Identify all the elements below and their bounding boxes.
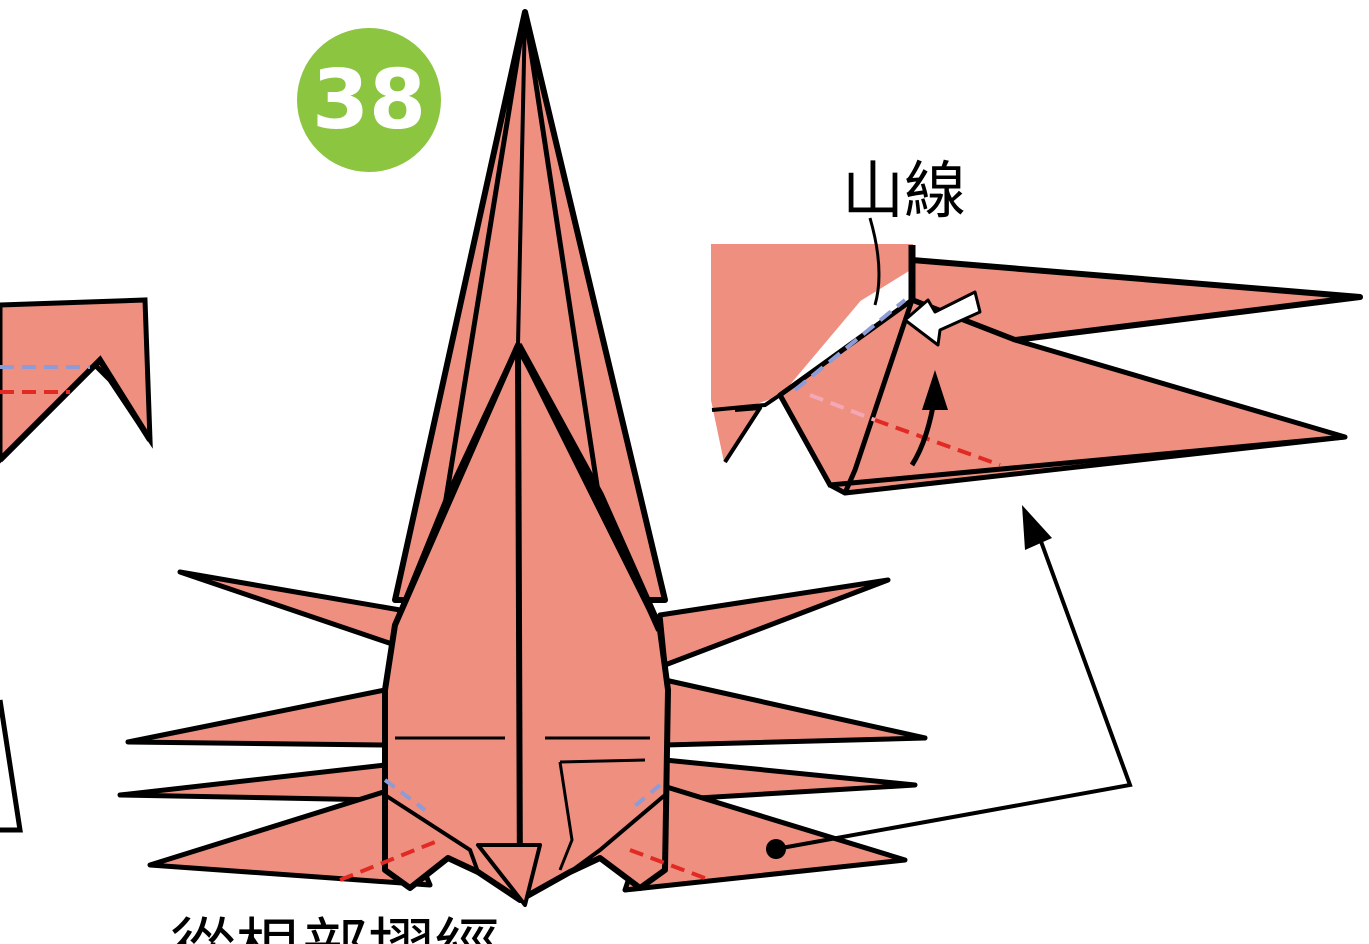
mountain-label-leader <box>868 217 881 306</box>
body-flap-line <box>558 758 646 871</box>
step-badge-circle <box>297 28 441 172</box>
connector-arrow <box>775 505 1133 851</box>
mountain-fold-left <box>383 778 427 812</box>
detail-bottom-edge <box>777 393 1346 488</box>
detail-left-notch <box>723 406 762 464</box>
connector-arrow-head-icon <box>1022 505 1052 550</box>
detail-pink-crease <box>809 393 876 422</box>
valley-fold-left <box>339 838 441 882</box>
head-spike-inner-left <box>442 11 528 506</box>
left-partial-edge <box>0 355 153 463</box>
right-detail-figure: 山線 <box>711 154 1363 496</box>
push-arrow-icon <box>903 290 982 347</box>
body-inner-left-edge <box>392 343 521 626</box>
leg-left-2 <box>125 687 388 748</box>
leg-right-3 <box>662 757 918 803</box>
bottom-caption: 從根部摺經 <box>170 911 500 944</box>
step-badge: 38 <box>297 28 441 172</box>
detail-valley-fold <box>874 418 1001 467</box>
body-bottom-left <box>383 793 480 873</box>
left-partial-arrow-line <box>0 699 23 833</box>
connector-line <box>775 524 1133 851</box>
central-model <box>117 9 928 907</box>
leg-right-2 <box>662 677 928 748</box>
valley-fold-right <box>629 848 711 882</box>
mountain-fold-right <box>628 783 662 812</box>
body-bottom-right <box>568 793 667 874</box>
detail-mountain-fold <box>793 298 907 392</box>
fold-arrow-head-icon <box>922 370 948 410</box>
body-center-line <box>515 344 523 896</box>
leg-left-1 <box>177 569 403 648</box>
head-spike-center <box>516 11 527 346</box>
bottom-caption-text: 從根部摺經 <box>170 911 500 944</box>
head-spike-inner-right <box>522 11 603 506</box>
detail-left-edge <box>711 393 782 412</box>
leg-right-1 <box>657 577 891 668</box>
left-partial-figure <box>0 297 153 833</box>
step-number: 38 <box>312 53 426 148</box>
leg-left-3 <box>117 762 388 803</box>
body-bottom-tail <box>476 843 542 907</box>
body-inner-right-edge <box>514 343 664 632</box>
mountain-fold-label: 山線 <box>842 154 966 227</box>
